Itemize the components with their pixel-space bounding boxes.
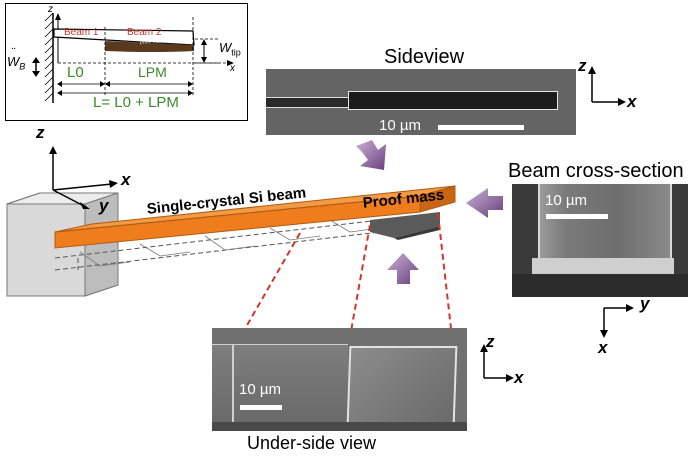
- proof-mass-block: [370, 212, 440, 238]
- cross-section-y-label: y: [640, 294, 650, 313]
- cross-section-base: [532, 258, 674, 274]
- sideview-scalebar: [438, 125, 524, 130]
- arrow-from-underside: [387, 253, 419, 284]
- cross-section-beam: [538, 184, 672, 262]
- sideview-scale-label: 10 µm: [379, 117, 421, 134]
- underside-bottom: [212, 422, 467, 431]
- arrow-from-cross-section: [466, 188, 503, 218]
- underside-edge-left: [232, 344, 234, 431]
- main-x-label: x: [121, 170, 131, 189]
- sideview-x-label: x: [627, 92, 637, 111]
- main-axes: [49, 146, 118, 209]
- sideview-z-label: z: [578, 56, 587, 75]
- main-y-label: y: [99, 196, 109, 215]
- underside-scalebar: [240, 405, 282, 410]
- main-z-label: z: [36, 123, 45, 142]
- cross-section-floor: [512, 274, 688, 297]
- inset-proof-mass: [105, 41, 194, 52]
- inset-drawing: [32, 12, 234, 103]
- inset-wb-label: ¨WB: [7, 45, 26, 72]
- underside-sem-image: 10 µm: [212, 328, 467, 431]
- underside-scale-label: 10 µm: [239, 381, 281, 398]
- main-illustration: [6, 185, 456, 297]
- cross-section-scalebar: [546, 214, 608, 219]
- beam-top: [55, 186, 455, 232]
- arrow-from-sideview: [356, 140, 386, 170]
- underside-z-label: z: [486, 332, 495, 351]
- sideview-title: Sideview: [384, 46, 465, 68]
- cross-section-axes: [600, 304, 634, 338]
- cross-section-x-label: x: [598, 338, 608, 357]
- underside-proof-mass: [346, 346, 458, 426]
- sideview-axes: [588, 66, 626, 106]
- inset-lpm-label: LPM: [138, 64, 167, 80]
- inset-x-label: x: [230, 63, 235, 74]
- inset-wtip-label: Wtip: [219, 40, 241, 58]
- inset-beam2-label: Beam 2: [127, 27, 162, 38]
- cross-section-sem-image: 10 µm: [512, 184, 688, 297]
- sideview-sem-image: 10 µm: [266, 69, 576, 135]
- cross-section-scale-label: 10 µm: [545, 192, 587, 209]
- inset-l-equation: L= L0 + LPM: [93, 94, 179, 111]
- underside-x-label: x: [514, 368, 524, 387]
- wall-hatch: [44, 12, 54, 103]
- underside-axes: [480, 344, 514, 382]
- underside-title: Under-side view: [247, 433, 377, 453]
- cross-section-title: Beam cross-section: [508, 160, 684, 182]
- inset-l0-label: L0: [67, 64, 84, 81]
- sideview-beam: [266, 97, 348, 108]
- inset-schematic: [5, 3, 248, 121]
- inset-z-label: z: [48, 4, 53, 15]
- sideview-proof-mass: [348, 91, 558, 110]
- inset-beam1-label: Beam 1: [64, 27, 99, 38]
